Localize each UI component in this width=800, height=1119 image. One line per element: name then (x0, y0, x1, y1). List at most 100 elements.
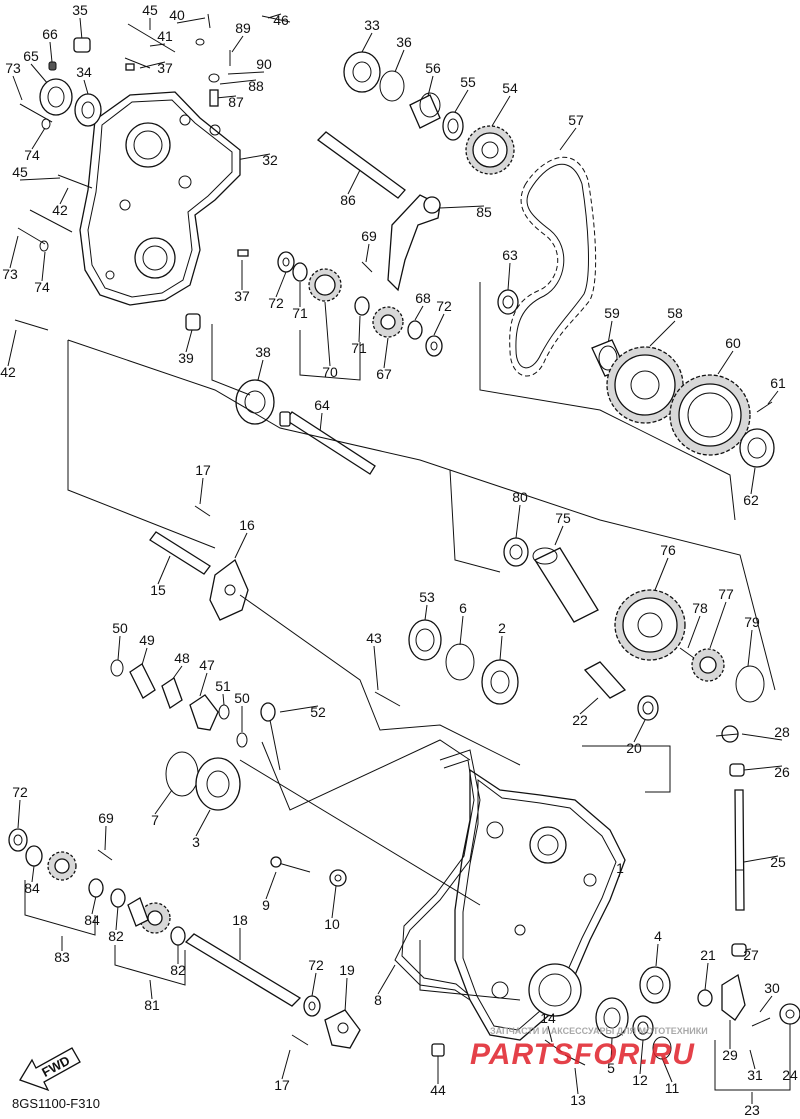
bearing-38 (235, 379, 275, 425)
leader-line (747, 629, 753, 667)
part-label-55: 55 (460, 74, 476, 90)
leader-line (704, 962, 709, 991)
part-label-47: 47 (199, 657, 215, 673)
plug-66 (48, 61, 57, 71)
part-label-20: 20 (626, 740, 642, 756)
seal-12 (632, 1015, 654, 1041)
leader-line (377, 964, 396, 995)
part-label-56: 56 (425, 60, 441, 76)
gear-81 (127, 897, 171, 934)
cover-19 (324, 1009, 361, 1049)
part-label-72: 72 (12, 784, 28, 800)
part-label-71: 71 (292, 305, 308, 321)
circlip-50b (236, 732, 248, 748)
joint-22 (583, 661, 627, 699)
part-label-2: 2 (498, 620, 506, 636)
part-label-89: 89 (235, 20, 251, 36)
part-label-35: 35 (72, 2, 88, 18)
washer-21 (697, 989, 713, 1007)
part-label-50: 50 (112, 620, 128, 636)
leader-line (157, 555, 171, 585)
bearing-71b (354, 296, 370, 316)
part-label-9: 9 (262, 897, 270, 913)
leader-line (41, 251, 46, 282)
bearing-2 (481, 659, 519, 705)
part-label-74: 74 (24, 147, 40, 163)
part-label-19: 19 (339, 962, 355, 978)
part-label-77: 77 (718, 586, 734, 602)
leader-line (633, 719, 646, 743)
leader-line (459, 615, 464, 646)
gear-67 (372, 306, 404, 338)
leader-line (31, 865, 35, 883)
leader-line (324, 301, 331, 367)
lever-29 (721, 973, 746, 1021)
leader-line (361, 32, 373, 53)
leader-line (275, 271, 287, 298)
pin-69 (361, 261, 373, 273)
part-label-38: 38 (255, 344, 271, 360)
part-label-78: 78 (692, 600, 708, 616)
shaft-86 (317, 131, 406, 199)
leader-line (515, 504, 521, 539)
part-label-83: 83 (54, 949, 70, 965)
diagram-code: 8GS1100-F310 (12, 1096, 100, 1111)
part-label-60: 60 (725, 335, 741, 351)
lever-47 (189, 694, 219, 731)
leader-line (30, 63, 49, 85)
collar-39 (185, 313, 201, 331)
cap-35 (73, 37, 91, 53)
bearing-84a (25, 845, 43, 867)
bolt-61 (756, 401, 773, 413)
bolt-17b (291, 1034, 309, 1046)
bearing-71a (292, 262, 308, 282)
bolt-9 (270, 856, 311, 873)
washer-55 (442, 111, 464, 141)
part-label-3: 3 (192, 834, 200, 850)
part-label-65: 65 (23, 48, 39, 64)
leader-line (235, 153, 271, 161)
bearing-5 (595, 997, 629, 1039)
cap-24 (779, 1003, 800, 1025)
part-label-61: 61 (770, 375, 786, 391)
leader-line (579, 697, 599, 715)
crankcase-cover-left (79, 91, 241, 306)
leader-line (319, 412, 323, 433)
leader-line (12, 75, 23, 101)
leader-line (234, 532, 248, 559)
bearing-65 (39, 78, 73, 116)
part-label-7: 7 (151, 812, 159, 828)
leader-line (7, 329, 17, 367)
part-label-80: 80 (512, 489, 528, 505)
part-label-64: 64 (314, 397, 330, 413)
part-label-29: 29 (722, 1047, 738, 1063)
part-label-36: 36 (396, 34, 412, 50)
leader-line (365, 243, 370, 263)
watermark: ЗАПЧАСТИ И АКСЕССУАРЫ ДЛЯ МОТОТЕХНИКИ PA… (470, 1026, 708, 1071)
part-label-25: 25 (770, 854, 786, 870)
part-label-33: 33 (364, 17, 380, 33)
part-label-18: 18 (232, 912, 248, 928)
leader-line (17, 799, 21, 829)
bolt-43 (374, 691, 401, 707)
sprocket-54 (465, 125, 515, 175)
part-label-69: 69 (98, 810, 114, 826)
part-label-23: 23 (744, 1102, 760, 1118)
leader-line (219, 79, 257, 85)
bolt-17a (194, 505, 211, 517)
nut-44 (431, 1043, 445, 1057)
washer-72d (8, 828, 28, 852)
leader-line (414, 305, 424, 321)
leader-line (279, 705, 319, 713)
part-label-27: 27 (743, 947, 759, 963)
part-label-16: 16 (239, 517, 255, 533)
leader-line (373, 645, 379, 691)
leader-line (750, 467, 756, 495)
part-label-42: 42 (52, 202, 68, 218)
part-label-44: 44 (430, 1082, 446, 1098)
leader-line (9, 235, 19, 269)
leader-line (115, 905, 119, 931)
leader-line (424, 604, 428, 621)
part-label-52: 52 (310, 704, 326, 720)
